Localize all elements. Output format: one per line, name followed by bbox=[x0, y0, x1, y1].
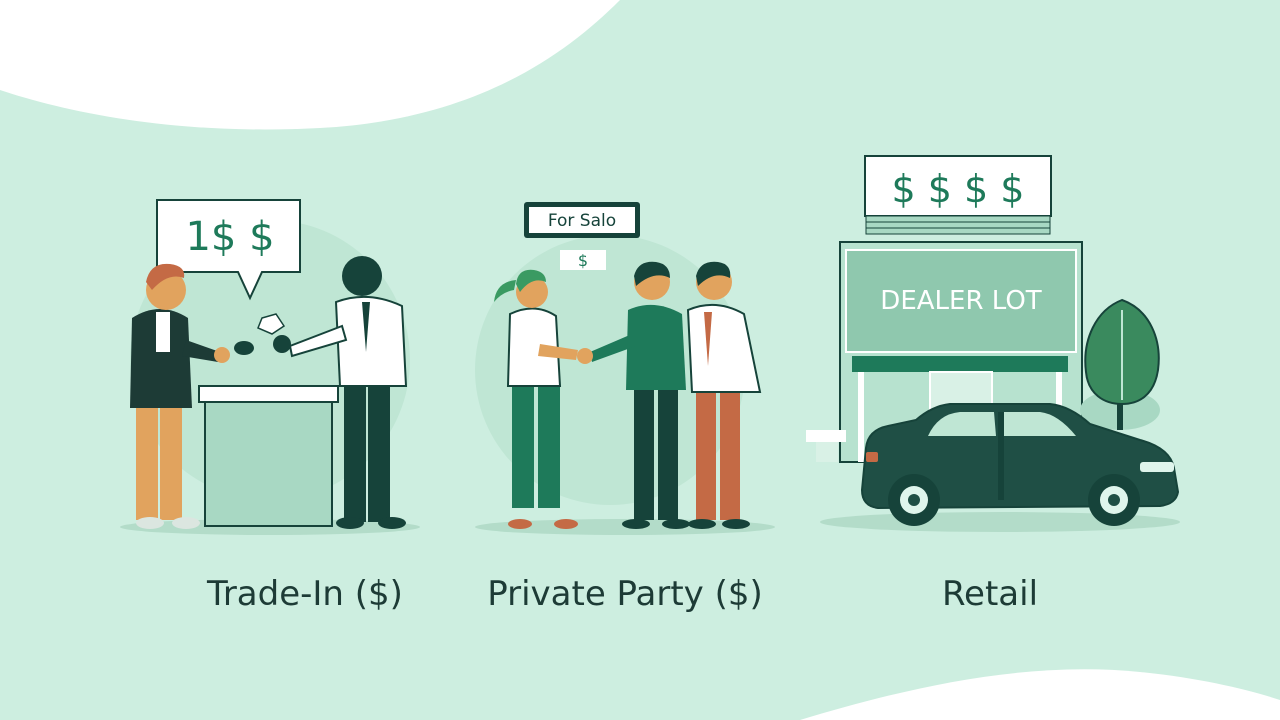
dealer-lot-text: DEALER LOT bbox=[880, 286, 1042, 316]
tree bbox=[1080, 298, 1160, 430]
price-sign-text: $ $ $ $ bbox=[892, 167, 1025, 211]
speech-bubble-text: 1$ $ bbox=[185, 214, 274, 260]
retail-scene: $ $ $ $ DEALER LOT bbox=[806, 155, 1180, 532]
retail-caption: Retail bbox=[941, 574, 1039, 614]
white-wave-bottom bbox=[800, 669, 1280, 720]
car bbox=[860, 403, 1180, 526]
dealer-building: DEALER LOT bbox=[806, 241, 1083, 463]
buyer-figure bbox=[577, 261, 690, 529]
trade-in-caption: Trade-In ($) bbox=[207, 574, 403, 614]
svg-text:$: $ bbox=[578, 251, 588, 270]
for-sale-sign: For Salo bbox=[524, 202, 640, 238]
white-wave-top bbox=[0, 0, 620, 130]
counter bbox=[198, 385, 339, 527]
trade-in-scene: 1$ $ bbox=[120, 199, 420, 535]
for-sale-text: For Salo bbox=[548, 211, 616, 231]
private-party-caption: Private Party ($) bbox=[487, 574, 763, 614]
customer-figure bbox=[130, 263, 254, 529]
onlooker-figure bbox=[686, 261, 762, 529]
private-party-scene: For Salo $ bbox=[475, 202, 775, 535]
dealer-figure bbox=[257, 256, 408, 529]
price-sign: $ $ $ $ bbox=[864, 155, 1052, 235]
cash-note: $ bbox=[560, 250, 606, 270]
woman-figure bbox=[494, 269, 578, 529]
